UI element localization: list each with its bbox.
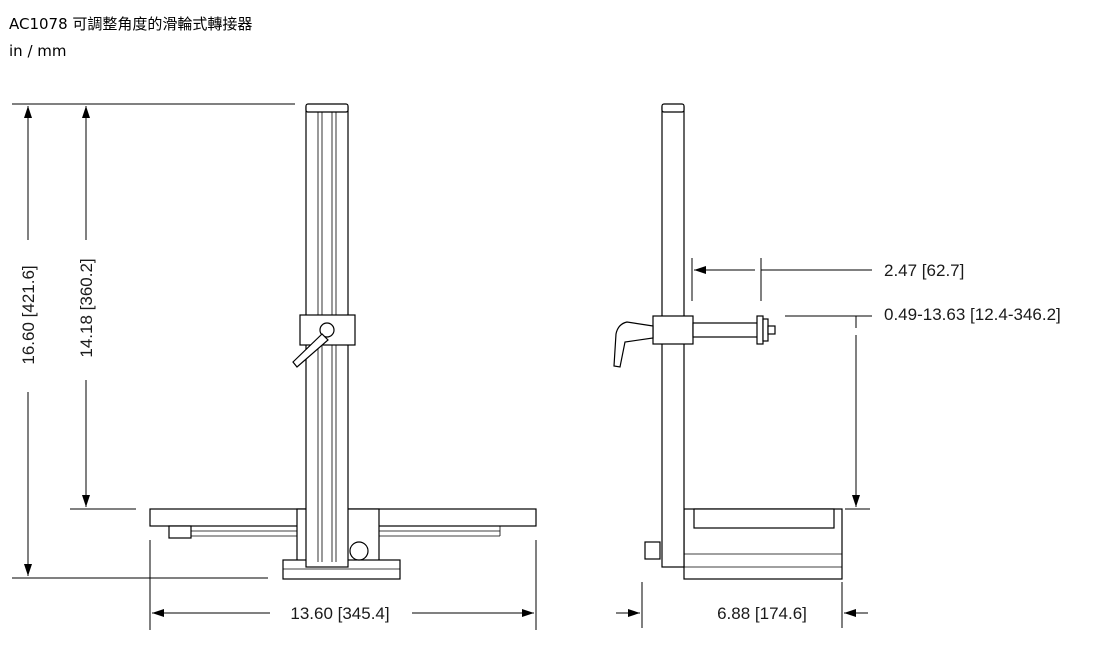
front-column-cap [305, 103, 349, 113]
side-arm-nut [762, 318, 769, 342]
side-base-top-pad [693, 508, 835, 529]
front-base-foot-left [168, 525, 192, 539]
front-clamp-bolt [319, 322, 335, 338]
arm-height-range-label: 0.49-13.63 [12.4-346.2] [884, 305, 1061, 324]
side-knob [644, 541, 661, 560]
front-lever-handle [292, 333, 329, 368]
side-arm-tip [767, 325, 776, 335]
front-dimensions [12, 103, 537, 630]
side-clamp [652, 315, 694, 345]
front-knob-right [349, 541, 369, 561]
front-view [149, 103, 537, 580]
arm-length-label: 2.47 [62.7] [884, 261, 964, 280]
side-view [613, 103, 843, 580]
drawing-title: AC1078 可調整角度的滑輪式轉接器 [9, 15, 253, 33]
units-label: in / mm [9, 42, 67, 60]
column-height-label: 14.18 [360.2] [77, 258, 96, 357]
side-dimensions [616, 258, 872, 628]
base-width-label: 13.60 [345.4] [290, 604, 389, 623]
overall-height-label: 16.60 [421.6] [19, 265, 38, 364]
side-column-cap [661, 103, 685, 113]
side-arm [692, 322, 764, 338]
side-lever-handle [613, 321, 654, 368]
base-depth-label: 6.88 [174.6] [717, 604, 807, 623]
side-arm-washer [756, 315, 764, 345]
